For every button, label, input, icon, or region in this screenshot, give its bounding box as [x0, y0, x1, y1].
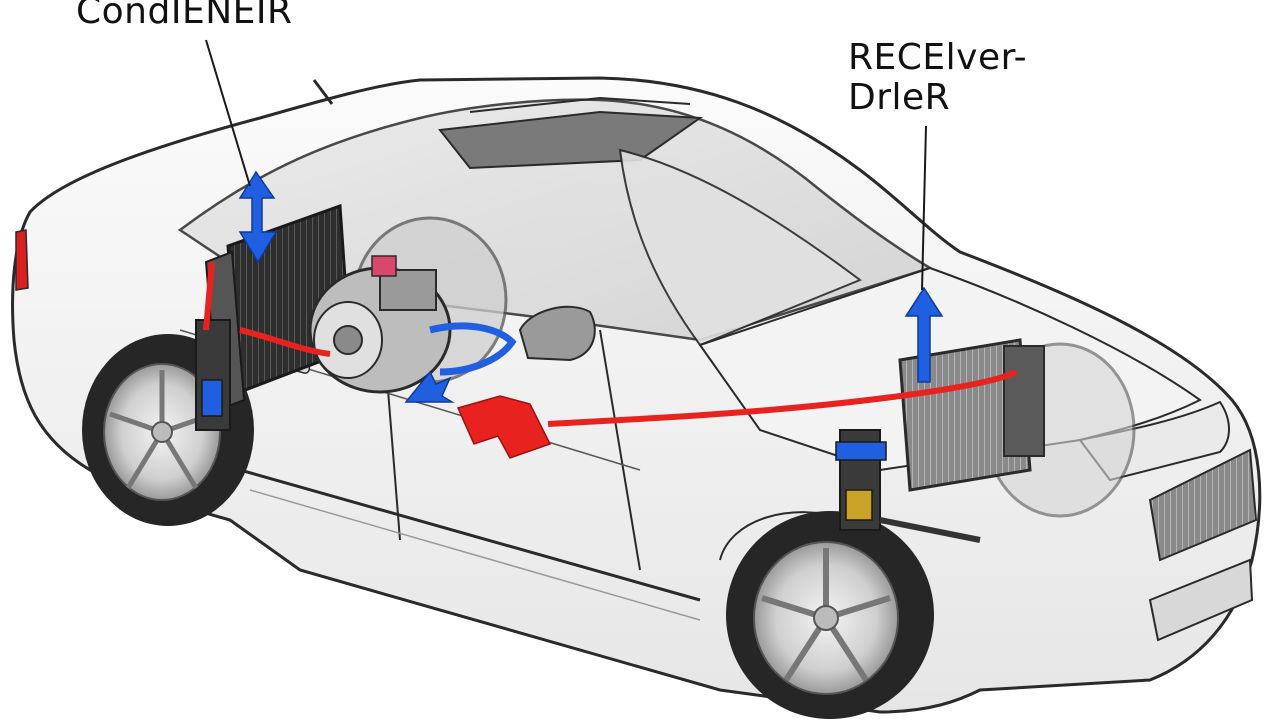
receiver-drier-label-line2: DrleR [848, 76, 951, 118]
condenser-leader-line [205, 39, 251, 187]
front-wheel [726, 511, 934, 719]
hot-line-long [547, 369, 1018, 427]
hot-line-condenser [203, 261, 215, 331]
compressor-unit [308, 255, 452, 394]
red-arrow-icon [456, 395, 552, 459]
blue-up-arrow-icon [904, 286, 944, 383]
receiver-drier-label: RECElver- DrleR [848, 38, 1027, 117]
blue-arrow-icon [404, 370, 455, 403]
condenser-label: CondIENEIR [76, 0, 293, 32]
blue-double-arrow-icon [238, 170, 278, 264]
hot-line-rear [239, 327, 331, 357]
cold-line-rear [429, 322, 517, 376]
refrigerant-lines [203, 261, 1018, 427]
receiver-drier-label-line1: RECElver- [848, 37, 1028, 78]
receiver-leader-line [921, 125, 927, 291]
